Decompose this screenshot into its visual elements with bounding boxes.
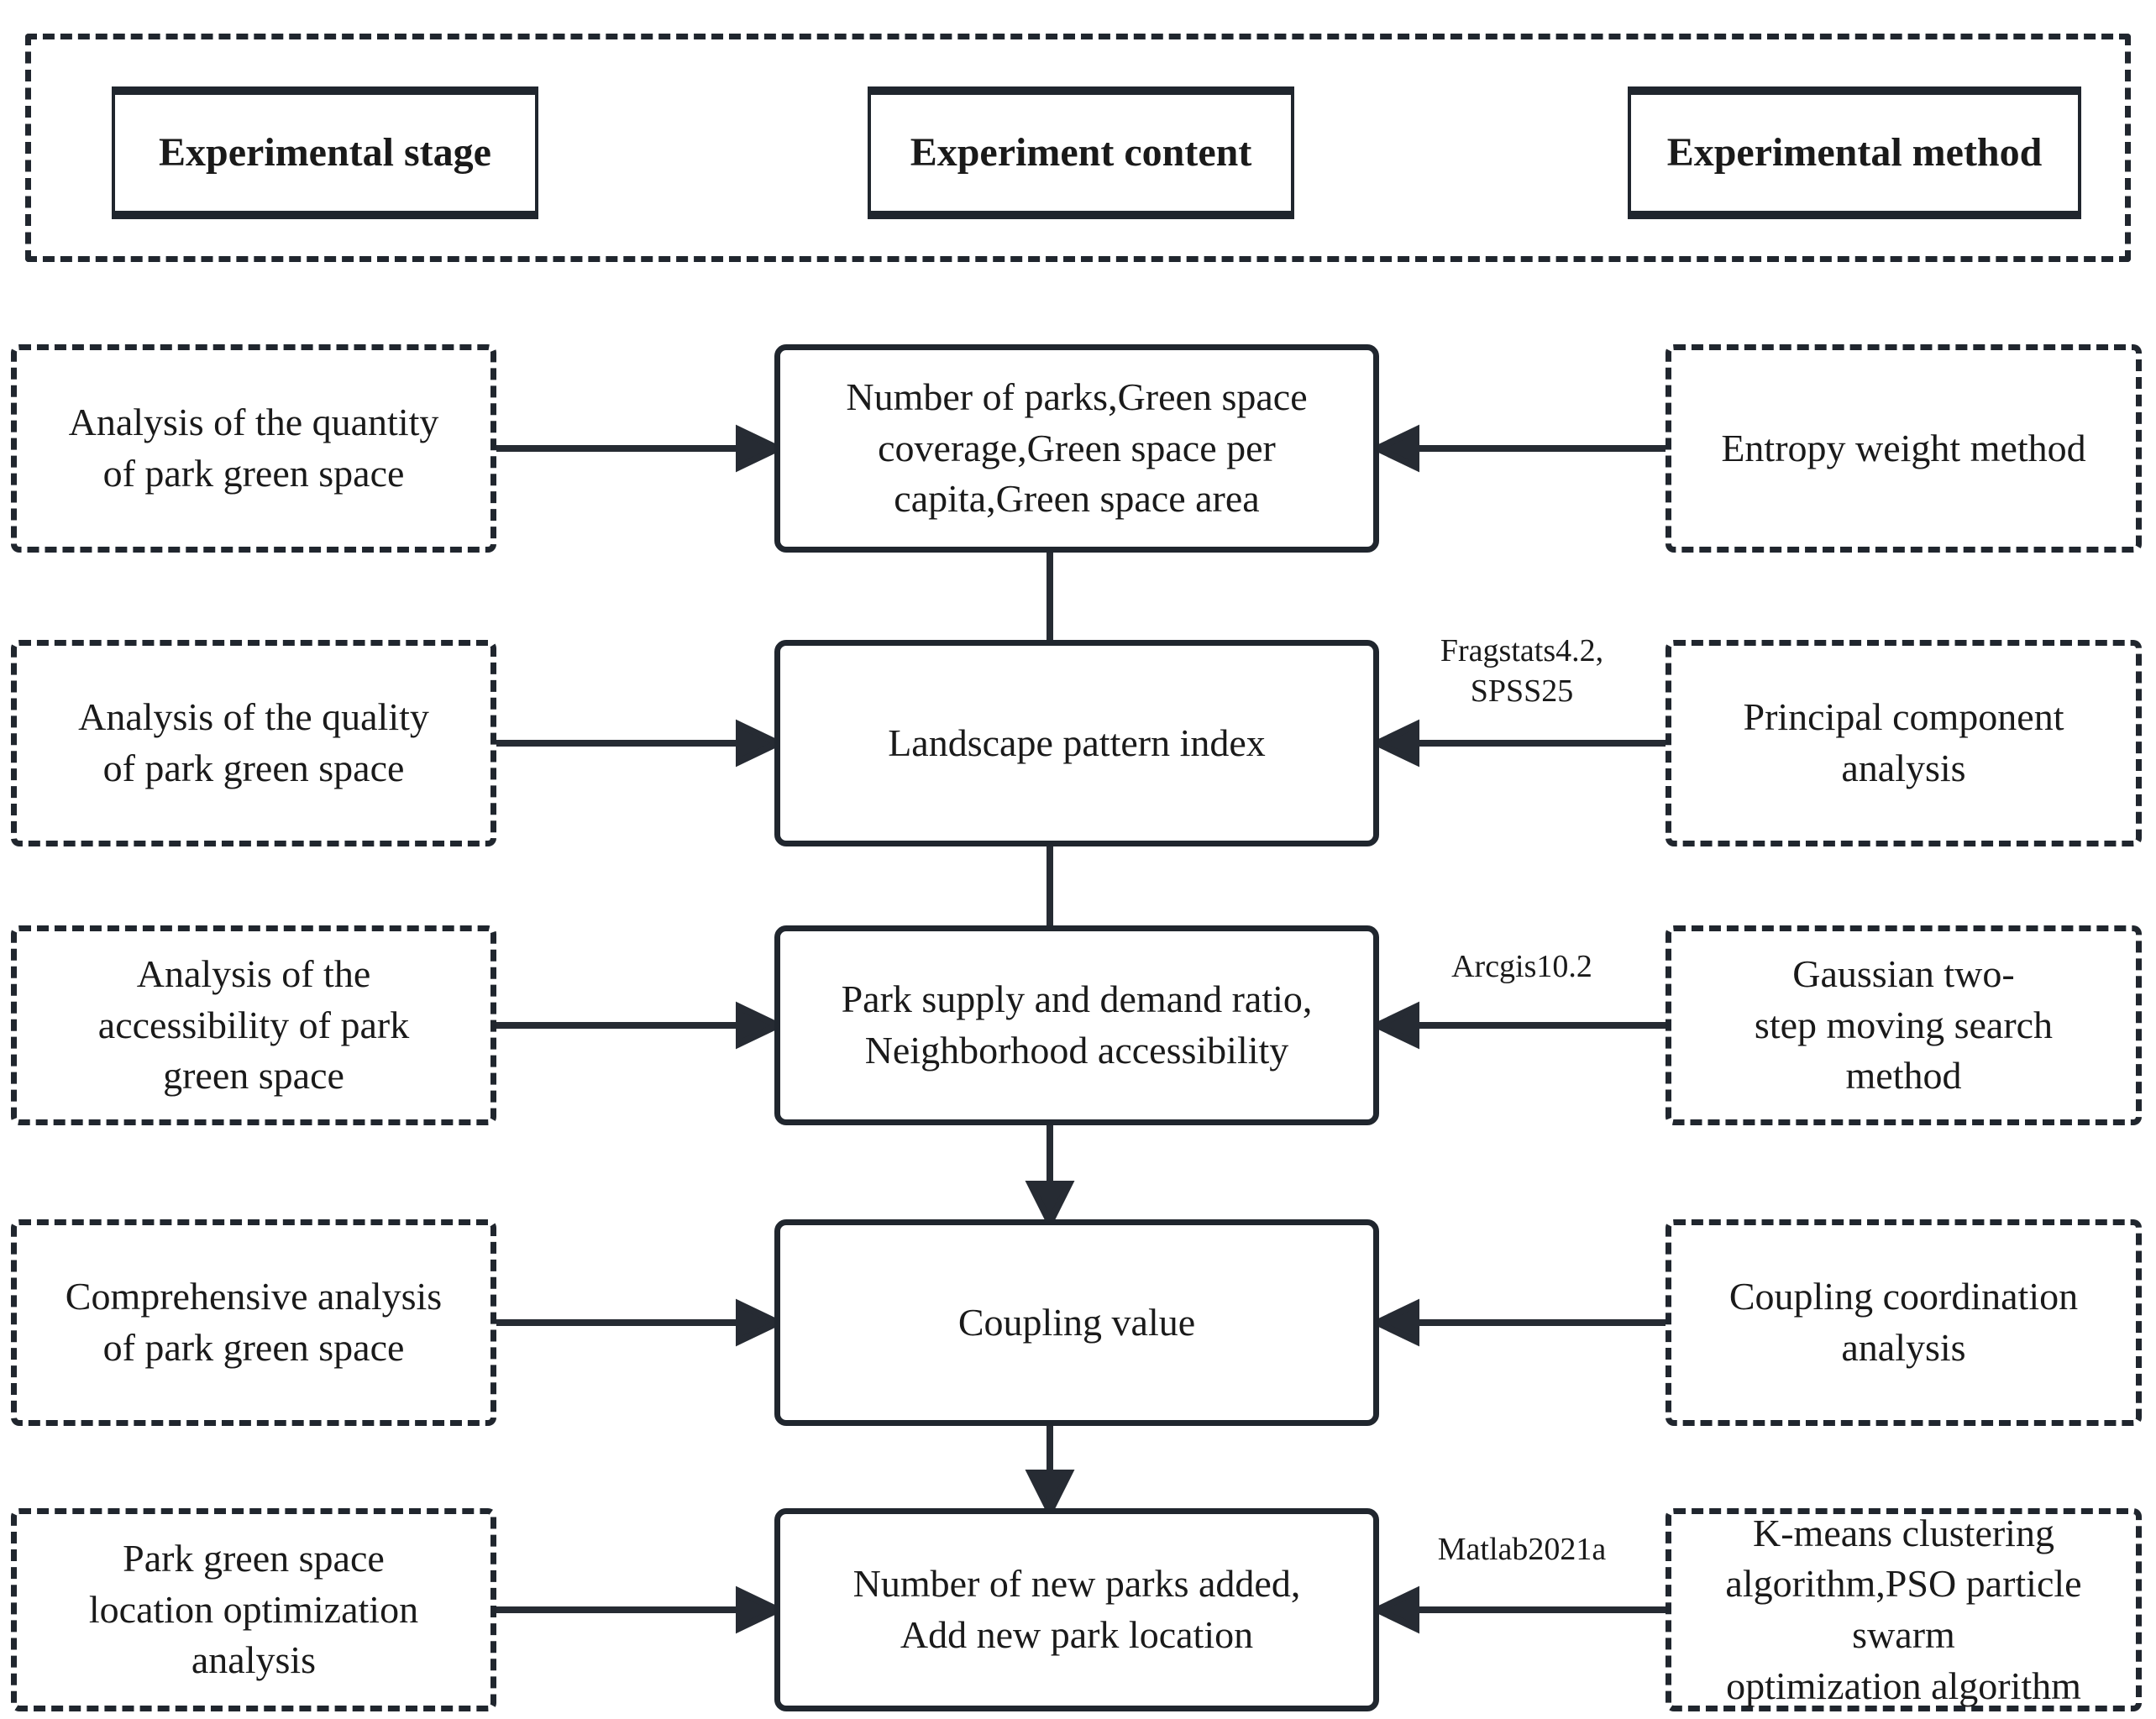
header-band xyxy=(25,34,2131,262)
content-box-quantity: Number of parks,Green space coverage,Gre… xyxy=(774,344,1379,553)
arrowhead-method-2 xyxy=(1369,719,1419,768)
header-experimental-method: Experimental method xyxy=(1628,86,2081,219)
stage-box-accessibility: Analysis of the accessibility of park gr… xyxy=(11,925,496,1125)
content-box-landscape: Landscape pattern index xyxy=(774,640,1379,846)
arrowhead-content-5 xyxy=(1025,1470,1075,1519)
arrowhead-stage-4 xyxy=(736,1298,786,1347)
arrowhead-stage-2 xyxy=(736,719,786,768)
tool-label-matlab: Matlab2021a xyxy=(1437,1532,1607,1567)
method-box-kmeans-pso: K-means clustering algorithm,PSO particl… xyxy=(1666,1508,2142,1711)
stage-box-location-optimization: Park green space location optimization a… xyxy=(11,1508,496,1711)
arrowhead-method-4 xyxy=(1369,1298,1419,1347)
tool-label-fragstats: Fragstats4.2, SPSS25 xyxy=(1440,633,1604,709)
tool-label-arcgis: Arcgis10.2 xyxy=(1451,949,1592,984)
method-box-gaussian: Gaussian two- step moving search method xyxy=(1666,925,2142,1125)
arrowhead-stage-1 xyxy=(736,424,786,473)
content-box-coupling: Coupling value xyxy=(774,1219,1379,1426)
header-experiment-content: Experiment content xyxy=(868,86,1294,219)
method-box-coordination: Coupling coordination analysis xyxy=(1666,1219,2142,1426)
arrowhead-content-4 xyxy=(1025,1181,1075,1230)
content-box-supply-demand: Park supply and demand ratio, Neighborho… xyxy=(774,925,1379,1125)
arrowhead-stage-5 xyxy=(736,1585,786,1634)
stage-box-quality: Analysis of the quality of park green sp… xyxy=(11,640,496,846)
arrowhead-method-5 xyxy=(1369,1585,1419,1634)
content-box-new-parks: Number of new parks added, Add new park … xyxy=(774,1508,1379,1711)
stage-box-quantity: Analysis of the quantity of park green s… xyxy=(11,344,496,553)
arrowhead-method-3 xyxy=(1369,1001,1419,1050)
header-experimental-stage: Experimental stage xyxy=(112,86,538,219)
arrowhead-stage-3 xyxy=(736,1001,786,1050)
stage-box-comprehensive: Comprehensive analysis of park green spa… xyxy=(11,1219,496,1426)
method-box-pca: Principal component analysis xyxy=(1666,640,2142,846)
arrowhead-method-1 xyxy=(1369,424,1419,473)
method-box-entropy: Entropy weight method xyxy=(1666,344,2142,553)
